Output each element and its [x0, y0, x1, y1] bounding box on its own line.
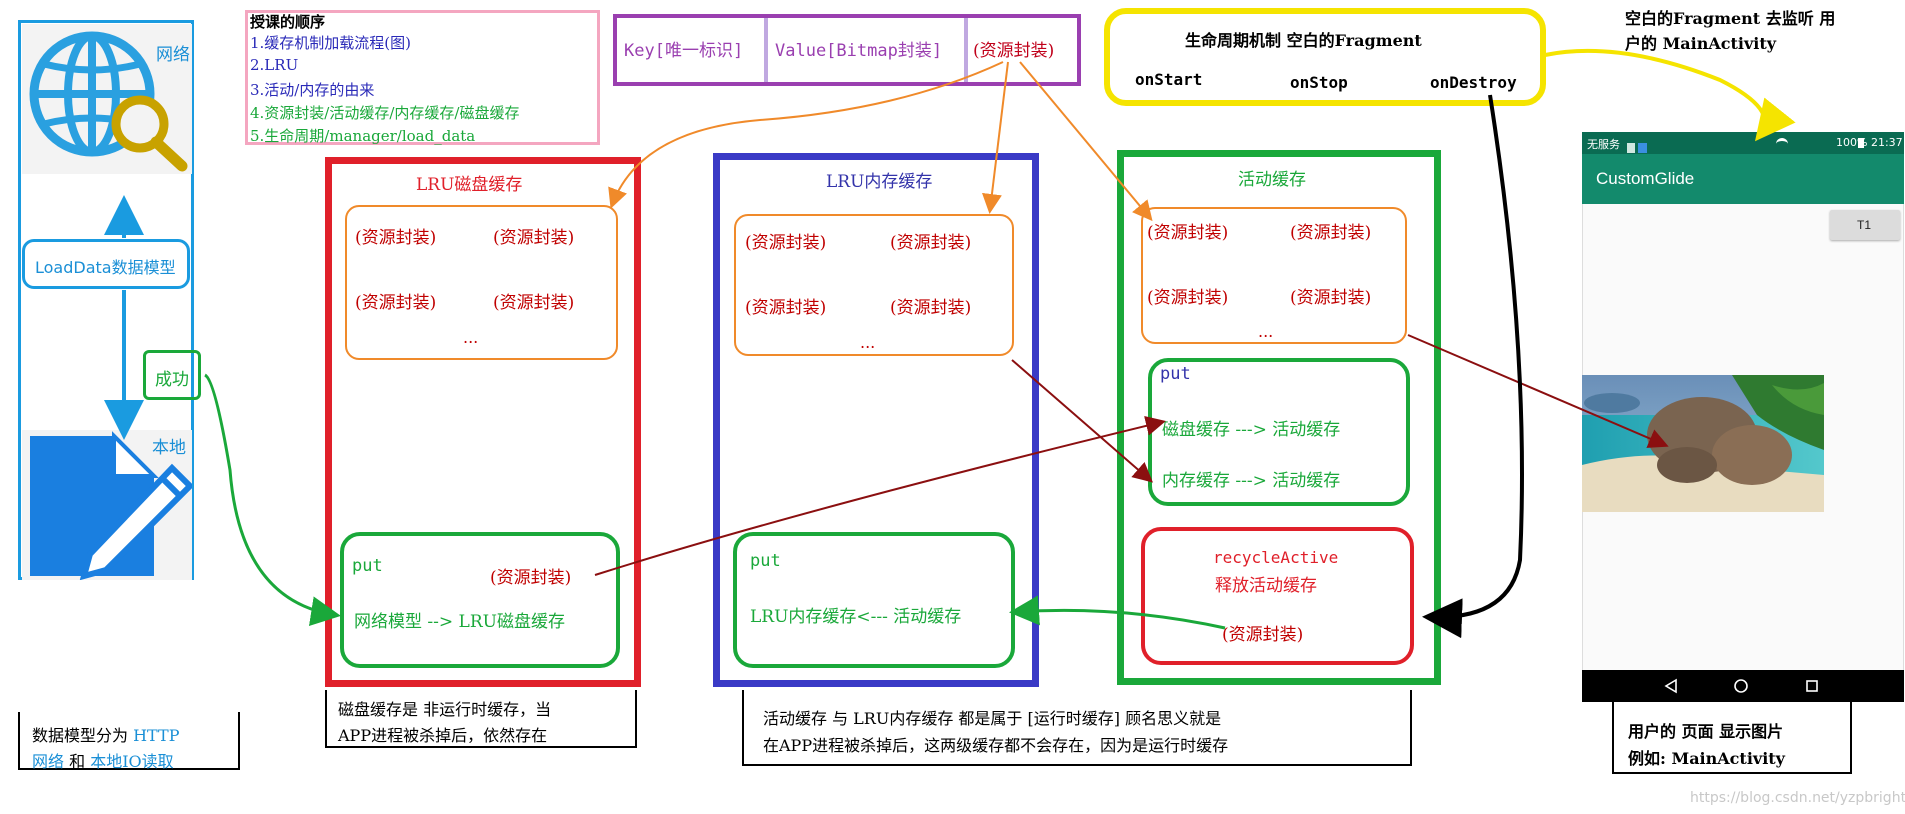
lifecycle-onstart: onStart — [1135, 70, 1203, 89]
phone-nav-bar — [1582, 670, 1904, 702]
lifecycle-ondestroy: onDestroy — [1430, 73, 1517, 92]
wifi-icon — [1776, 138, 1788, 148]
beach-image — [1582, 375, 1824, 512]
mem-res-box — [734, 214, 1014, 356]
lifecycle-onstop: onStop — [1290, 73, 1348, 92]
mem-put-flow: LRU内存缓存<--- 活动缓存 — [750, 607, 962, 627]
globe-search-icon — [22, 24, 192, 174]
order-item-4: 4.资源封装/活动缓存/内存缓存/磁盘缓存 — [250, 104, 520, 122]
mem-res-1: (资源封装) — [745, 233, 827, 253]
notify-icon — [1638, 143, 1647, 153]
fragment-note-line1: 空白的Fragment 去监听 用 — [1625, 9, 1836, 28]
nav-home-icon[interactable] — [1733, 678, 1749, 694]
value-label: Value[Bitmap封装] — [775, 41, 943, 61]
left-caption-line1: 数据模型分为 HTTP — [32, 726, 180, 745]
left-caption-box — [18, 712, 240, 770]
sim-icon — [1627, 143, 1635, 153]
order-item-5: 5.生命周期/manager/load_data — [250, 127, 476, 145]
phone-status-bar — [1582, 132, 1904, 154]
active-cache-title: 活动缓存 — [1238, 170, 1306, 190]
disk-dots: ... — [463, 328, 479, 347]
nav-recents-icon[interactable] — [1804, 678, 1820, 694]
load-data-model-box — [22, 239, 190, 289]
active-flow-2: 内存缓存 ---> 活动缓存 — [1162, 471, 1341, 491]
key-divider-2 — [964, 18, 968, 82]
battery-icon — [1858, 138, 1864, 148]
mem-res-4: (资源封装) — [890, 298, 972, 318]
active-put-label: put — [1160, 364, 1191, 384]
disk-put-res: (资源封装) — [490, 568, 572, 588]
phone-caption-1: 用户的 页面 显示图片 — [1628, 722, 1784, 741]
active-res-4: (资源封装) — [1290, 288, 1372, 308]
lifecycle-box — [1104, 8, 1546, 106]
mem-res-2: (资源封装) — [890, 233, 972, 253]
disk-res-1: (资源封装) — [355, 228, 437, 248]
mem-put-label: put — [750, 551, 781, 571]
disk-cache-title: LRU磁盘缓存 — [416, 175, 523, 195]
success-box — [143, 350, 201, 400]
app-title: CustomGlide — [1596, 169, 1695, 188]
order-item-1: 1.缓存机制加载流程(图) — [250, 34, 412, 52]
mem-res-3: (资源封装) — [745, 298, 827, 318]
mem-caption-2: 在APP进程被杀掉后，这两级缓存都不会存在，因为是运行时缓存 — [763, 736, 1229, 755]
release-active-label: 释放活动缓存 — [1215, 576, 1317, 596]
mem-caption-1: 活动缓存 与 LRU内存缓存 都是属于 [运行时缓存] 顾名思义就是 — [763, 709, 1222, 728]
lifecycle-title: 生命周期机制 空白的Fragment — [1185, 31, 1422, 50]
disk-caption-2: APP进程被杀掉后，依然存在 — [338, 726, 548, 745]
t1-button-label[interactable]: T1 — [1857, 218, 1872, 232]
disk-put-flow: 网络模型 --> LRU磁盘缓存 — [354, 612, 565, 632]
phone-caption-box — [1612, 702, 1852, 774]
order-title: 授课的顺序 — [250, 13, 326, 31]
key-divider-1 — [764, 18, 768, 82]
disk-res-3: (资源封装) — [355, 293, 437, 313]
release-box — [1141, 527, 1414, 665]
disk-caption-box — [325, 690, 637, 748]
disk-put-label: put — [352, 556, 383, 576]
arrow-lifecycle-to-phone — [1544, 48, 1796, 142]
disk-caption-1: 磁盘缓存是 非运行时缓存，当 — [338, 700, 552, 719]
order-box — [245, 10, 600, 145]
local-label: 本地 — [152, 438, 186, 458]
t1-button[interactable] — [1830, 210, 1900, 240]
arrow-success-to-disk-put — [204, 373, 341, 627]
disk-put-box — [340, 532, 620, 668]
key-res-label: (资源封装) — [973, 41, 1055, 61]
local-document-icon — [22, 430, 192, 580]
phone-caption-2: 例如: MainActivity — [1628, 749, 1785, 768]
active-res-3: (资源封装) — [1147, 288, 1229, 308]
watermark: https://blog.csdn.net/yzpbright — [1690, 790, 1905, 806]
active-dots: ... — [1258, 322, 1274, 341]
left-caption-line2: 网络 和 本地IO读取 — [32, 752, 174, 771]
net-label: 网络 — [156, 45, 190, 65]
active-res-1: (资源封装) — [1147, 223, 1229, 243]
active-flow-1: 磁盘缓存 ---> 活动缓存 — [1162, 420, 1341, 440]
recycle-active-label: recycleActive — [1213, 548, 1339, 567]
key-label: Key[唯一标识] — [624, 41, 744, 61]
status-right-text: 100% 21:37 — [1836, 136, 1903, 149]
success-label: 成功 — [155, 370, 189, 390]
status-left-text: 无服务 — [1587, 138, 1620, 151]
order-item-2: 2.LRU — [250, 56, 299, 74]
arrow-ondestroy-to-release — [1422, 94, 1524, 639]
load-data-model-label: LoadData数据模型 — [35, 258, 176, 277]
phone-app-bar — [1582, 154, 1904, 204]
disk-res-2: (资源封装) — [493, 228, 575, 248]
disk-res-box — [345, 205, 618, 360]
mem-caption-box — [742, 690, 1412, 766]
active-res-2: (资源封装) — [1290, 223, 1372, 243]
nav-back-icon[interactable] — [1663, 678, 1679, 694]
release-res: (资源封装) — [1222, 625, 1304, 645]
order-item-3: 3.活动/内存的由来 — [250, 81, 375, 99]
active-res-box — [1141, 207, 1407, 344]
mem-cache-title: LRU内存缓存 — [826, 172, 933, 192]
fragment-note-line2: 户的 MainActivity — [1625, 34, 1777, 53]
mem-dots: ... — [860, 333, 876, 352]
status-icons — [1627, 138, 1657, 153]
disk-res-4: (资源封装) — [493, 293, 575, 313]
